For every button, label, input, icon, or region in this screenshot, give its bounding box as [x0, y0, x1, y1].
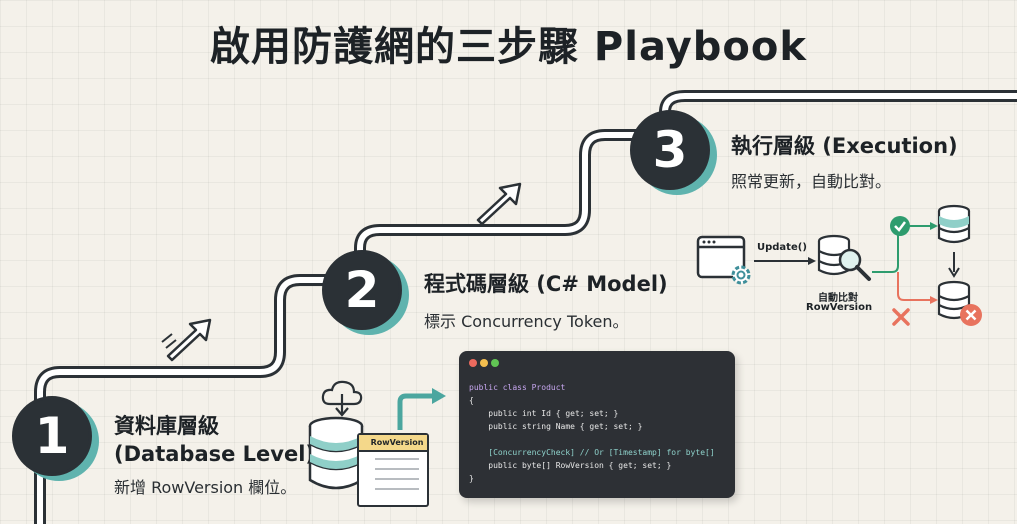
code-line: public class Product	[469, 383, 566, 392]
arrow-right-icon	[754, 257, 816, 265]
arrow-up-right-icon	[161, 318, 212, 362]
step-3-badge: 3	[630, 110, 710, 190]
code-window: public class Product { public int Id { g…	[459, 351, 735, 498]
arrow-up-right-icon	[476, 182, 522, 226]
arrow-right-icon	[397, 388, 446, 430]
step-2-badge: 2	[322, 250, 402, 330]
db-table: RowVersion	[357, 433, 429, 507]
step-1-badge: 1	[12, 396, 92, 476]
cloud-download-icon	[321, 380, 363, 417]
code-line: [ConcurrencyCheck] // Or [Timestamp] for…	[469, 448, 715, 457]
compare-label-line1: 自動比對	[818, 293, 858, 304]
check-icon	[890, 216, 910, 236]
magnifier-icon	[838, 248, 871, 281]
step-1-subtitle: 新增 RowVersion 欄位。	[114, 478, 297, 497]
code-line: {	[469, 396, 474, 405]
code-line: public byte[] RowVersion { get; set; }	[469, 461, 672, 470]
step-3-subtitle: 照常更新，自動比對。	[731, 172, 892, 191]
window-minimize-dot	[480, 359, 488, 367]
update-label: Update()	[757, 242, 807, 253]
code-line: public int Id { get; set; }	[469, 409, 619, 418]
gear-icon	[731, 265, 751, 285]
compare-label-line2: RowVersion	[806, 302, 873, 313]
page-title: 啟用防護網的三步驟 Playbook	[210, 24, 807, 70]
window-maximize-dot	[491, 359, 499, 367]
cross-icon	[892, 308, 910, 326]
window-close-dot	[469, 359, 477, 367]
step-2-title: 程式碼層級 (C# Model)	[424, 272, 668, 296]
code-line: }	[469, 474, 474, 483]
db-table-header: RowVersion	[359, 435, 427, 452]
arrow-down-icon	[948, 252, 960, 278]
step-1-title-line2: (Database Level)	[114, 442, 316, 466]
step-3-title: 執行層級 (Execution)	[731, 134, 958, 158]
error-icon	[960, 304, 982, 326]
step-2-subtitle: 標示 Concurrency Token。	[424, 312, 629, 331]
database-icon	[308, 416, 364, 490]
code-line: public string Name { get; set; }	[469, 422, 643, 431]
step-1-title-line1: 資料庫層級	[114, 414, 219, 438]
database-icon	[937, 204, 971, 244]
browser-window-icon	[696, 235, 746, 279]
